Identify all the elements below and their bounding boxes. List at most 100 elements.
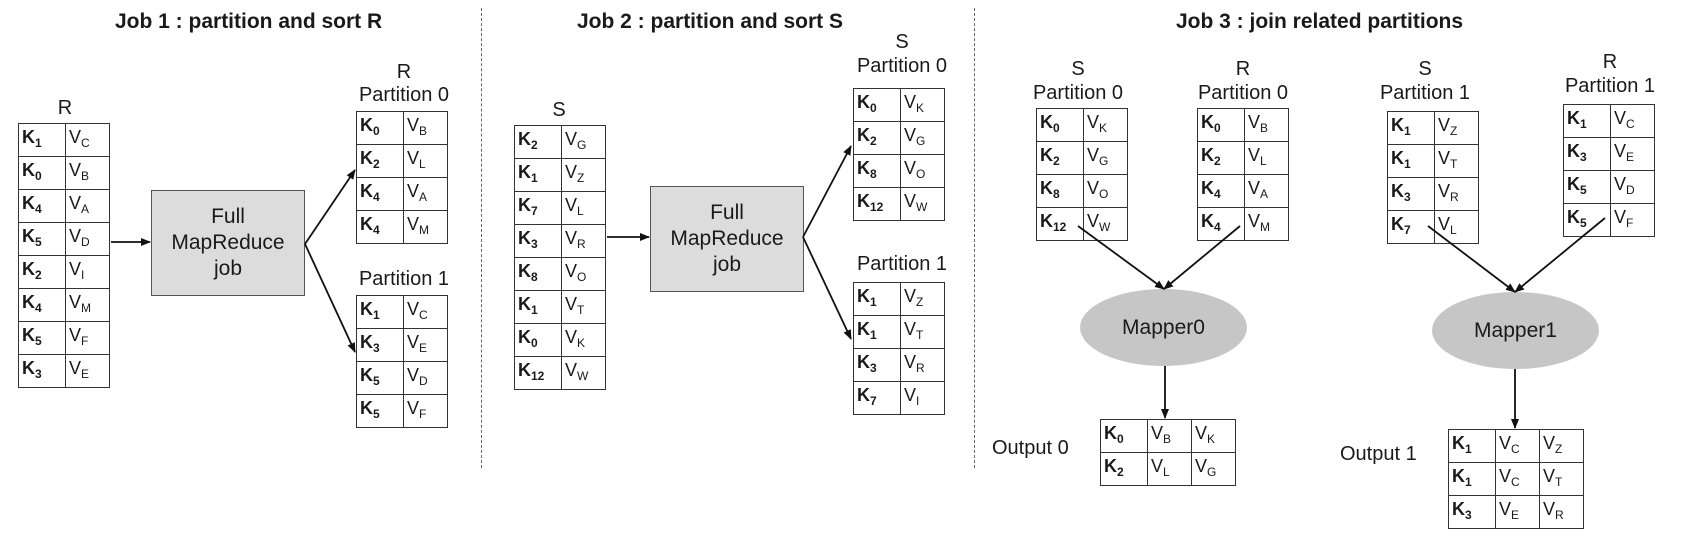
key-cell: K2 (514, 125, 562, 159)
job2-p0-relation: S (895, 31, 909, 53)
output0-label: Output 0 (992, 437, 1069, 459)
key-cell: K12 (1036, 207, 1084, 241)
value-cell: VB (65, 156, 110, 190)
s1-to-mapper1-arrow (1427, 225, 1516, 293)
value-cell: VD (403, 361, 448, 395)
job1-box-line-2: MapReduce (171, 231, 285, 254)
value-cell: VK (1083, 108, 1128, 142)
mapper0-label: Mapper0 (1122, 315, 1205, 339)
job3-r1-relation: R (1602, 51, 1618, 73)
s0-to-mapper0-arrow (1077, 225, 1165, 290)
value-cell: VB (1147, 419, 1192, 453)
key-cell: K12 (853, 187, 901, 221)
value-cell: VC (403, 295, 448, 329)
key-cell: K0 (1036, 108, 1084, 142)
job1-p0-label: Partition 0 (358, 84, 450, 106)
value-cell: VK (561, 323, 606, 357)
value-cell: VK (900, 88, 945, 122)
value-cell: VI (65, 255, 110, 289)
r0-to-mapper0-arrow (1163, 225, 1241, 290)
key-cell: K8 (1036, 174, 1084, 208)
key-cell: K1 (1387, 144, 1435, 178)
job2-box-line-1: Full (710, 201, 744, 224)
key-cell: K1 (1448, 462, 1496, 496)
key-cell: K1 (853, 282, 901, 316)
job1-box-line-3: job (213, 257, 242, 280)
job1-arrow-p0 (304, 169, 356, 245)
job3-r0-label: Partition 0 (1197, 82, 1289, 104)
value-cell: VL (1434, 210, 1479, 244)
key-cell: K3 (18, 354, 66, 388)
value-cell: VO (900, 154, 945, 188)
key-cell: K8 (853, 154, 901, 188)
value-cell: VZ (900, 282, 945, 316)
job3-s1-relation: S (1418, 58, 1432, 80)
key-cell: K0 (1100, 419, 1148, 453)
job2-title: Job 2 : partition and sort S (577, 10, 844, 33)
value-cell: VW (900, 187, 945, 221)
key-cell: K3 (1563, 137, 1611, 171)
job2-box-line-2: MapReduce (670, 227, 784, 250)
value-cell: VE (1610, 137, 1655, 171)
job1-mapreduce-box: Full MapReduce job (151, 190, 305, 296)
key-cell: K7 (853, 381, 901, 415)
value-cell: VR (900, 348, 945, 382)
job3-s0-label: Partition 0 (1032, 82, 1124, 104)
value-cell: VA (65, 189, 110, 223)
key-cell: K2 (1197, 141, 1245, 175)
value-cell: VC (1610, 104, 1655, 138)
value-cell: VC (65, 123, 110, 157)
key-cell: K2 (1100, 452, 1148, 486)
job3-r0-relation: R (1235, 58, 1251, 80)
job2-p0-label: Partition 0 (856, 55, 948, 77)
job2-mapreduce-box: Full MapReduce job (650, 186, 804, 292)
value-cell: VM (1244, 207, 1289, 241)
key-cell: K0 (514, 323, 562, 357)
mapper0-node: Mapper0 (1080, 289, 1247, 366)
job1-p1-label: Partition 1 (358, 268, 450, 290)
key-cell: K1 (18, 123, 66, 157)
key-cell: K4 (1197, 174, 1245, 208)
output1-label: Output 1 (1340, 443, 1417, 465)
value-cell: VI (900, 381, 945, 415)
key-cell: K1 (1387, 111, 1435, 145)
key-cell: K3 (1448, 495, 1496, 529)
